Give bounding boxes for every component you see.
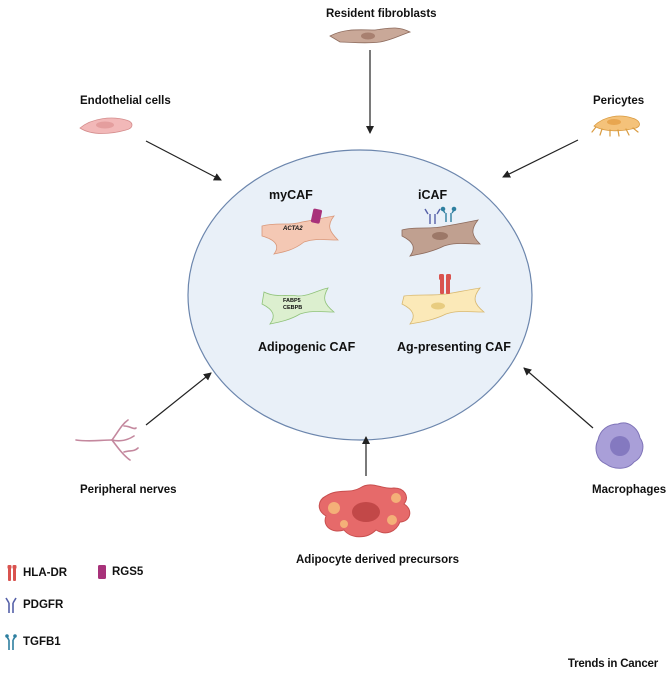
label-ag-presenting-caf: Ag-presenting CAF (397, 340, 511, 354)
hla-dr-icon (7, 565, 17, 581)
resident-fibroblast-icon (329, 27, 412, 44)
label-pericytes: Pericytes (593, 95, 645, 107)
brand-logo: Trends in Cancer (567, 658, 658, 670)
legend-label: PDGFR (23, 599, 64, 611)
pdgfr-icon (5, 597, 17, 613)
rgs5-marker (310, 208, 323, 224)
pdgfr-receptor (424, 208, 441, 224)
arrow-nerves (145, 372, 212, 426)
tgfb1-receptor (440, 206, 457, 222)
label-endothelial-cells: Endothelial cells (80, 95, 171, 107)
caf-circle (187, 149, 533, 441)
label-icaf: iCAF (418, 188, 448, 202)
arrow-pericytes (502, 139, 579, 178)
icaf-cell-icon (401, 206, 481, 257)
peripheral-nerve-icon (75, 419, 139, 461)
tgfb1-icon (5, 634, 17, 650)
mycaf-cell-icon (261, 208, 339, 255)
label-resident-fibroblasts: Resident fibroblasts (326, 8, 437, 20)
arrow-macrophages (523, 367, 594, 429)
arrow-endothelial (145, 140, 222, 181)
label-adipogenic-caf: Adipogenic CAF (258, 340, 356, 354)
legend-hla-dr: HLA-DR (6, 565, 67, 581)
marker-acta2: ACTA2 (283, 226, 303, 232)
label-macrophages: Macrophages (592, 484, 666, 496)
endothelial-cell-icon (79, 117, 133, 134)
marker-fabp5: FABP5 (283, 298, 301, 304)
legend-label: HLA-DR (23, 567, 68, 579)
pericyte-icon (591, 115, 640, 137)
marker-cebpb: CEBPB (283, 305, 303, 311)
legend-label: RGS5 (112, 566, 144, 578)
legend-tgfb1: TGFB1 (4, 634, 61, 650)
legend-rgs5: RGS5 (97, 565, 143, 579)
macrophage-icon (595, 422, 644, 469)
ag-presenting-caf-cell-icon (401, 274, 486, 325)
rgs5-icon (98, 565, 106, 579)
label-adipocyte-precursors: Adipocyte derived precursors (296, 554, 459, 566)
hla-dr-marker (439, 274, 451, 294)
adipogenic-caf-cell-icon (261, 287, 336, 325)
legend-pdgfr: PDGFR (4, 597, 63, 613)
legend-label: TGFB1 (23, 636, 61, 648)
label-mycaf: myCAF (269, 188, 313, 202)
label-peripheral-nerves: Peripheral nerves (80, 484, 177, 496)
adipocyte-precursor-icon (318, 484, 411, 538)
